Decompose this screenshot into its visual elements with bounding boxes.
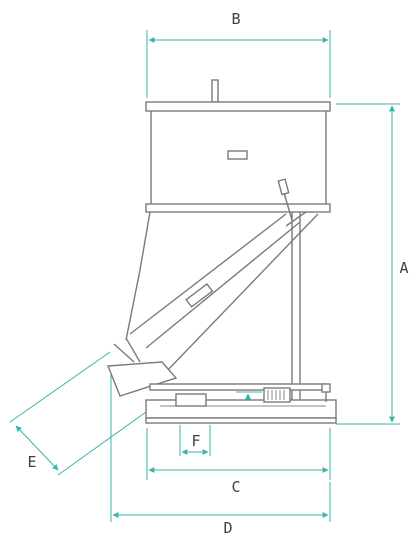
dimension-c (146, 428, 331, 480)
top-rim (145, 101, 331, 112)
label-c: C (231, 478, 240, 496)
label-b: B (231, 10, 240, 28)
bottom-rail (149, 383, 327, 391)
discharge-gate (106, 361, 178, 397)
lifting-eye (211, 79, 219, 103)
base-pin (321, 383, 331, 393)
label-a: A (399, 259, 408, 277)
base-frame (145, 399, 337, 419)
dimension-d (110, 372, 331, 522)
dimension-e (9, 351, 161, 476)
cone-left-wall (125, 211, 151, 341)
middle-band (145, 203, 331, 213)
base-plate (145, 417, 337, 424)
bucket-drawing (106, 79, 337, 424)
label-d: D (223, 519, 232, 537)
dimension-b (146, 30, 331, 98)
label-e: E (27, 453, 36, 471)
dimension-a (336, 103, 400, 425)
name-plate (227, 150, 248, 160)
dimension-f (179, 425, 211, 456)
gate-stop (175, 393, 207, 407)
lever-clamp (185, 283, 214, 308)
label-f: F (191, 432, 200, 450)
